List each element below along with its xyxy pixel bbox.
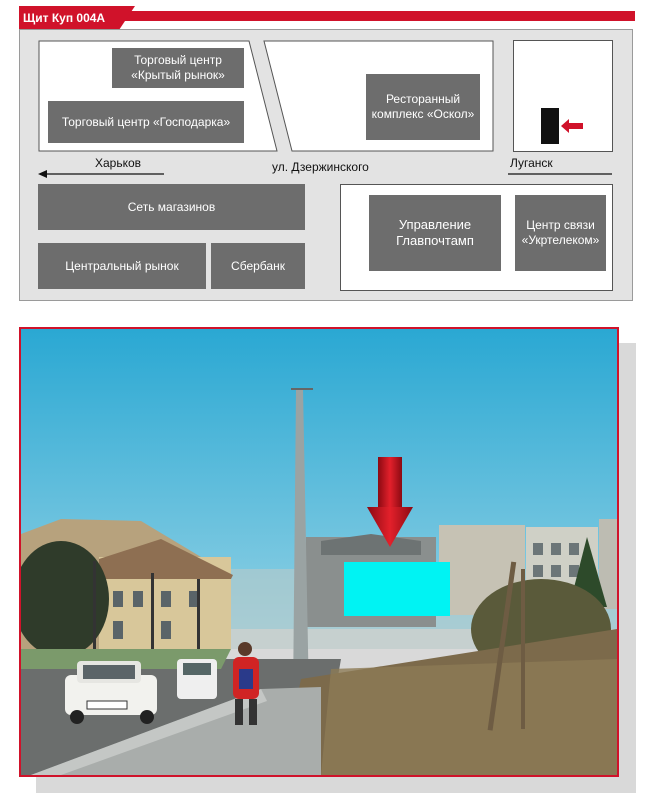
direction-left-label: Харьков [95, 156, 142, 170]
block-oskol: Ресторанный комплекс «Оскол» [366, 74, 480, 140]
block-centralnyi-rynok: Центральный рынок [38, 243, 206, 289]
street-photo-illustration [21, 329, 617, 775]
street-name: ул. Дзержинского [272, 160, 369, 174]
block-krytyi-rynok: Торговый центр «Крытый рынок» [112, 48, 244, 88]
block-glavpochtamp: Управление Главпочтамп [369, 195, 501, 271]
billboard-highlight [344, 562, 450, 616]
block-sberbank: Сбербанк [211, 243, 305, 289]
block-set-magazinov: Сеть магазинов [38, 184, 305, 230]
zone-top-right [513, 40, 613, 152]
title-tab-slant [119, 6, 135, 30]
direction-right-label: Луганск [510, 156, 553, 170]
billboard-marker-icon [541, 108, 559, 144]
location-photo [19, 327, 619, 777]
page-title: Щит Куп 004А [19, 6, 119, 30]
down-arrow-icon [367, 457, 413, 547]
left-arrow-icon [561, 119, 583, 133]
block-gospodarka: Торговый центр «Господарка» [48, 101, 244, 143]
street-line [38, 170, 612, 178]
block-ukrtelecom: Центр связи «Укртелеком» [515, 195, 606, 271]
title-bar [19, 11, 635, 21]
car [65, 661, 157, 724]
